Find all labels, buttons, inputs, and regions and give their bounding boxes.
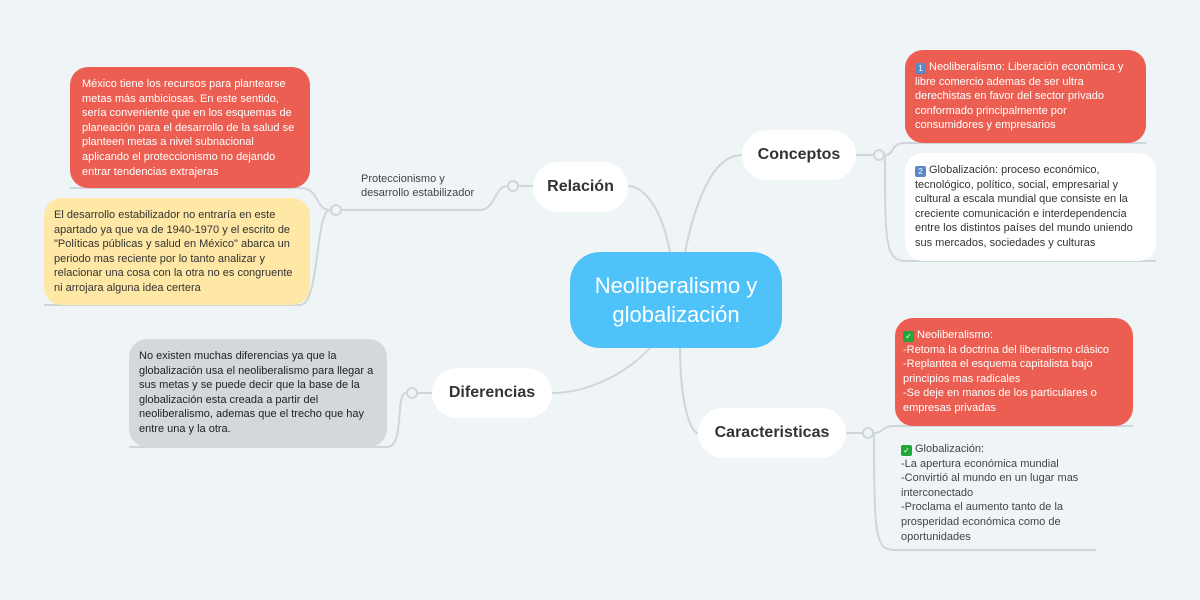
topic-label: Diferencias — [448, 384, 536, 401]
diferencias-card[interactable]: No existen muchas diferencias ya que la … — [129, 339, 387, 447]
card-item: -La apertura económica mundial — [901, 457, 1059, 470]
card-text: El desarrollo estabilizador no entraría … — [54, 209, 293, 294]
central-topic-label: Neoliberalismo y globalización — [594, 273, 758, 327]
topic-label: Conceptos — [757, 146, 841, 163]
relacion-card-proteccionismo[interactable]: México tiene los recursos para plantears… — [70, 67, 310, 188]
card-title: Globalización: — [915, 443, 985, 455]
topic-label: Relación — [547, 178, 614, 195]
card-text: Globalización: proceso económico, tecnol… — [915, 164, 1133, 249]
check-icon: ✓ — [903, 331, 914, 342]
card-item: -Convirtió al mundo en un lugar mas inte… — [901, 472, 1079, 499]
central-topic[interactable]: Neoliberalismo y globalización — [570, 252, 782, 348]
number-one-icon: 1 — [915, 63, 926, 74]
card-title: Neoliberalismo: — [917, 329, 993, 341]
number-two-icon: 2 — [915, 166, 926, 177]
check-icon: ✓ — [901, 445, 912, 456]
topic-label: Caracteristicas — [714, 424, 830, 441]
card-item: -Proclama el aumento tanto de la prosper… — [901, 501, 1064, 543]
card-item: -Replantea el esquema capitalista bajo p… — [903, 358, 1093, 385]
relacion-card-desarrollo[interactable]: El desarrollo estabilizador no entraría … — [44, 198, 310, 305]
caracteristicas-card-globalizacion[interactable]: ✓Globalización: -La apertura económica m… — [895, 432, 1095, 554]
card-text: México tiene los recursos para plantears… — [82, 78, 295, 178]
topic-conceptos[interactable]: Conceptos — [742, 130, 856, 180]
card-item: -Retoma la doctrina del liberalismo clás… — [903, 343, 1110, 356]
relacion-label[interactable]: Proteccionismo y desarrollo estabilizado… — [361, 173, 475, 199]
card-text: No existen muchas diferencias ya que la … — [139, 350, 374, 435]
caracteristicas-card-neoliberalismo[interactable]: ✓Neoliberalismo: -Retoma la doctrina del… — [895, 318, 1133, 426]
card-text: Neoliberalismo: Liberación económica y l… — [915, 61, 1124, 132]
topic-caracteristicas[interactable]: Caracteristicas — [698, 408, 846, 458]
topic-diferencias[interactable]: Diferencias — [432, 368, 552, 418]
topic-relacion[interactable]: Relación — [533, 162, 628, 212]
card-item: -Se deje en manos de los particulares o … — [903, 387, 1097, 414]
